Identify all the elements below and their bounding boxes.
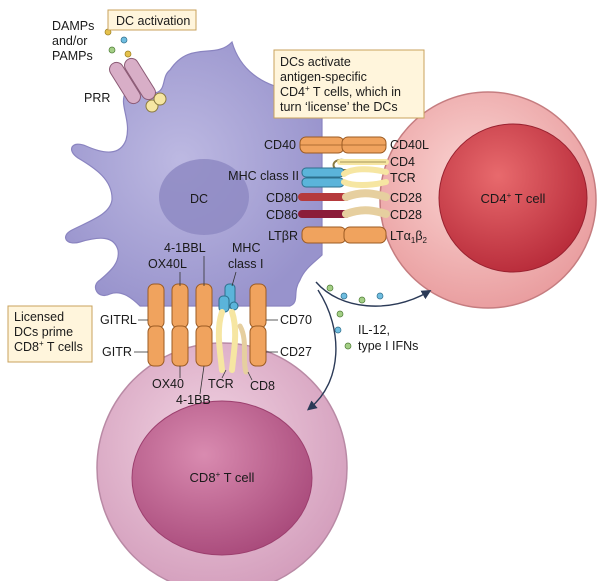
cd4-t-cell: CD4+ T cell bbox=[379, 91, 597, 309]
dc-activation-box: DC activation bbox=[107, 9, 197, 31]
damps-label: DAMPs bbox=[52, 19, 94, 33]
prr-receptor: PRR bbox=[84, 57, 167, 113]
svg-text:DC activation: DC activation bbox=[116, 14, 190, 28]
cd40l-label: CD40L bbox=[390, 138, 429, 152]
cd80-label: CD80 bbox=[266, 191, 298, 205]
damp-pamp-particles bbox=[104, 28, 132, 58]
type-i-ifns-label: type I IFNs bbox=[358, 339, 418, 353]
dc-cd8-synapse bbox=[147, 283, 267, 375]
svg-text:antigen-specific: antigen-specific bbox=[280, 70, 367, 84]
cytokine-particles bbox=[326, 284, 384, 350]
pamps-label: PAMPs bbox=[52, 49, 93, 63]
il12-label: IL-12, bbox=[358, 323, 390, 337]
svg-text:turn ‘license’ the DCs: turn ‘license’ the DCs bbox=[280, 100, 398, 114]
4-1bb-label: 4-1BB bbox=[176, 393, 211, 407]
cd28-label-b: CD28 bbox=[390, 208, 422, 222]
gitr-label: GITR bbox=[102, 345, 132, 359]
cd86-label: CD86 bbox=[266, 208, 298, 222]
cd4-activation-box: DCs activate antigen-specific CD4+ T cel… bbox=[273, 49, 425, 119]
arrow-to-cd4 bbox=[315, 281, 432, 307]
tcr-cd4-label: TCR bbox=[390, 171, 416, 185]
svg-text:CD8+ T cells: CD8+ T cells bbox=[14, 339, 83, 354]
ox40l-label: OX40L bbox=[148, 257, 187, 271]
cd8-label: CD8 bbox=[250, 379, 275, 393]
dc-cd4-synapse bbox=[298, 136, 390, 244]
mhc-class-ii-label: MHC class II bbox=[228, 169, 299, 183]
cd27-label: CD27 bbox=[280, 345, 312, 359]
cd40-label: CD40 bbox=[264, 138, 296, 152]
cd70-label: CD70 bbox=[280, 313, 312, 327]
cd8-cell-label: CD8+ T cell bbox=[190, 470, 255, 485]
cd8-priming-box: Licensed DCs prime CD8+ T cells bbox=[7, 305, 93, 363]
damps-label-and-or: and/or bbox=[52, 34, 87, 48]
4-1bbl-label: 4-1BBL bbox=[164, 241, 206, 255]
prr-label: PRR bbox=[84, 91, 110, 105]
svg-text:Licensed: Licensed bbox=[14, 310, 64, 324]
svg-text:DCs activate: DCs activate bbox=[280, 55, 351, 69]
cd4-cell-label: CD4+ T cell bbox=[481, 191, 546, 206]
arrow-to-cd8 bbox=[306, 289, 337, 411]
dc-label: DC bbox=[190, 192, 208, 206]
cd4-label: CD4 bbox=[390, 155, 415, 169]
svg-text:CD4+ T cells, which in: CD4+ T cells, which in bbox=[280, 84, 401, 99]
ox40-label: OX40 bbox=[152, 377, 184, 391]
lta1b2-label: LTα1β2 bbox=[390, 229, 428, 245]
cd8-t-cell: CD8+ T cell bbox=[96, 342, 348, 586]
mhc-class-i-label-line2: class I bbox=[228, 257, 263, 271]
gitrl-label: GITRL bbox=[100, 313, 137, 327]
ltbr-label: LTβR bbox=[268, 229, 298, 243]
mhc-class-i-label-line1: MHC bbox=[232, 241, 260, 255]
dendritic-cell: DC bbox=[64, 40, 323, 307]
tcr-cd8-label: TCR bbox=[208, 377, 234, 391]
svg-text:DCs prime: DCs prime bbox=[14, 325, 73, 339]
cd28-label-a: CD28 bbox=[390, 191, 422, 205]
